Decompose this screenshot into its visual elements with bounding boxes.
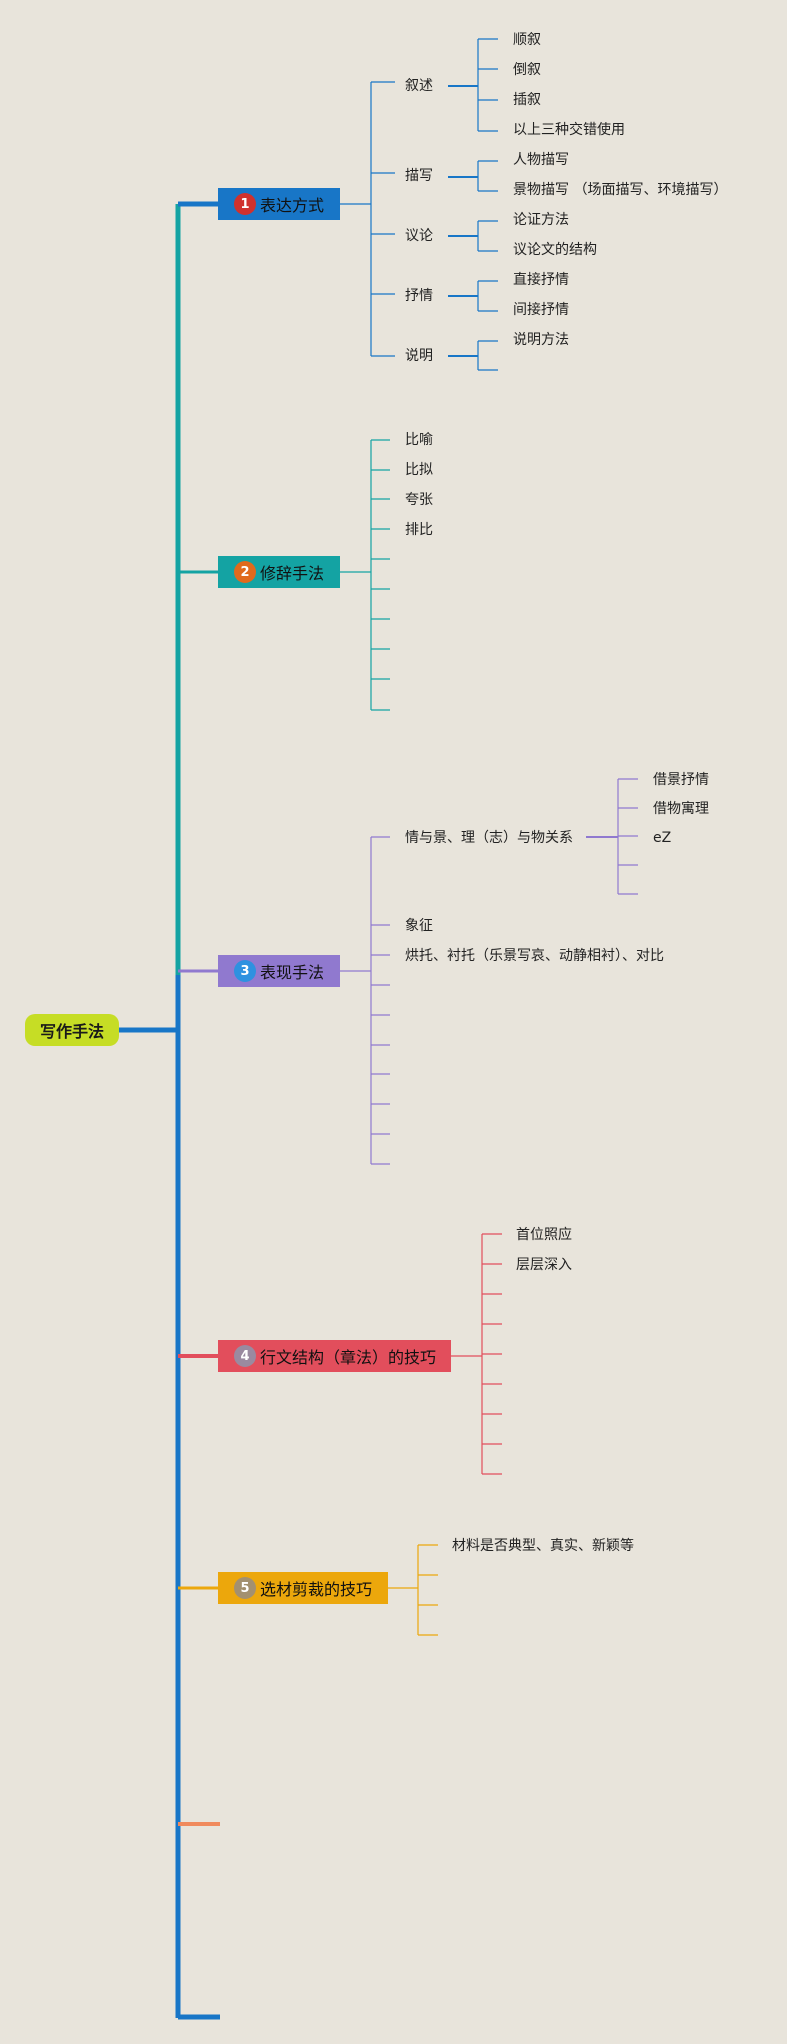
branch-structure[interactable]: 4 行文结构（章法）的技巧 — [218, 1340, 451, 1372]
rhetoric-item[interactable]: 比拟 — [405, 462, 433, 478]
branch-label: 表现手法 — [260, 963, 325, 982]
branch-rhetoric[interactable]: 2 修辞手法 — [218, 556, 340, 588]
number-badge: 3 — [234, 960, 256, 982]
sub-exposition[interactable]: 说明 — [405, 348, 433, 364]
leaf-item[interactable]: 倒叙 — [513, 62, 541, 78]
number-badge: 5 — [234, 1577, 256, 1599]
branch-label: 选材剪裁的技巧 — [260, 1580, 373, 1599]
sub-argument[interactable]: 议论 — [405, 228, 433, 244]
leaf-item[interactable]: 说明方法 — [513, 332, 569, 348]
number-badge: 4 — [234, 1345, 256, 1367]
technique-item[interactable]: 象征 — [405, 918, 433, 934]
technique-item[interactable]: 烘托、衬托（乐景写哀、动静相衬）、对比 — [405, 948, 664, 964]
branch-material[interactable]: 5 选材剪裁的技巧 — [218, 1572, 388, 1604]
technique-leaf[interactable]: 借物寓理 — [653, 801, 709, 817]
material-item[interactable]: 材料是否典型、真实、新颖等 — [452, 1538, 634, 1554]
leaf-item[interactable]: 插叙 — [513, 92, 541, 108]
leaf-item[interactable]: 间接抒情 — [513, 302, 569, 318]
rhetoric-item[interactable]: 排比 — [405, 522, 433, 538]
technique-leaf[interactable]: eZ — [653, 830, 672, 846]
structure-item[interactable]: 层层深入 — [516, 1257, 572, 1273]
branch-label: 表达方式 — [260, 196, 325, 215]
technique-item[interactable]: 情与景、理（志）与物关系 — [405, 830, 573, 846]
rhetoric-item[interactable]: 比喻 — [405, 432, 433, 448]
leaf-item[interactable]: 议论文的结构 — [513, 242, 597, 258]
leaf-item[interactable]: 以上三种交错使用 — [513, 122, 625, 138]
number-badge: 1 — [234, 193, 256, 215]
branch-label: 修辞手法 — [260, 564, 325, 583]
sub-description[interactable]: 描写 — [405, 168, 433, 184]
branch-techniques[interactable]: 3 表现手法 — [218, 955, 340, 987]
technique-leaf[interactable]: 借景抒情 — [653, 772, 709, 788]
number-badge: 2 — [234, 561, 256, 583]
leaf-item[interactable]: 人物描写 — [513, 152, 569, 168]
leaf-item[interactable]: 顺叙 — [513, 32, 541, 48]
leaf-item[interactable]: 论证方法 — [513, 212, 569, 228]
root-node[interactable]: 写作手法 — [25, 1014, 119, 1046]
leaf-item[interactable]: 景物描写 （场面描写、环境描写） — [513, 182, 728, 198]
branch-label: 行文结构（章法）的技巧 — [260, 1348, 437, 1367]
sub-narration[interactable]: 叙述 — [405, 78, 433, 94]
branch-expression[interactable]: 1 表达方式 — [218, 188, 340, 220]
leaf-item[interactable]: 直接抒情 — [513, 272, 569, 288]
structure-item[interactable]: 首位照应 — [516, 1227, 572, 1243]
sub-lyric[interactable]: 抒情 — [405, 288, 433, 304]
rhetoric-item[interactable]: 夸张 — [405, 492, 433, 508]
